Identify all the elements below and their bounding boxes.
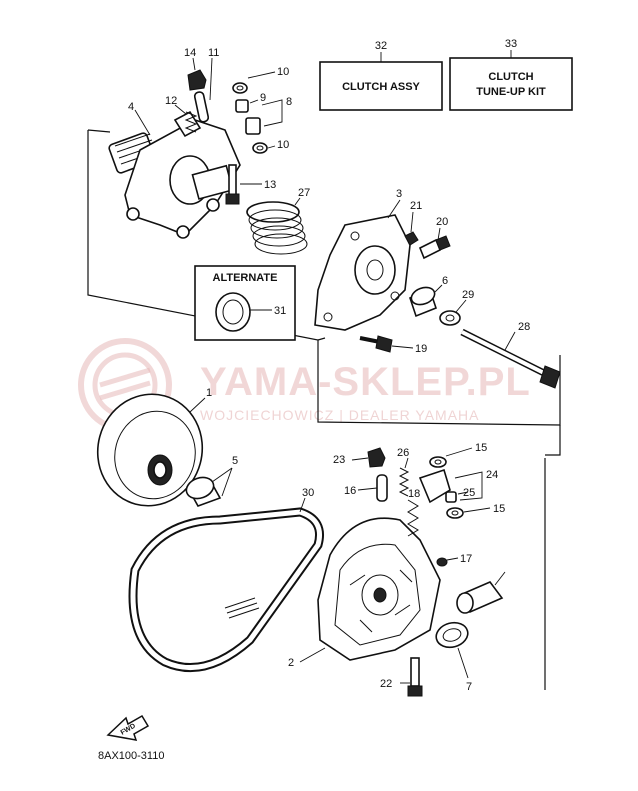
pin-16: 16 bbox=[344, 474, 388, 502]
bushing-5: 5 bbox=[185, 455, 238, 507]
alternate-label: ALTERNATE bbox=[213, 272, 278, 284]
bolt-20: 20 bbox=[418, 216, 451, 260]
sheave-part: 1 bbox=[96, 387, 212, 507]
callout-5: 5 bbox=[232, 455, 238, 467]
watermark-main: YAMA-SKLEP.PL bbox=[200, 360, 531, 404]
callout-30: 30 bbox=[302, 487, 314, 499]
pin-11: 11 bbox=[193, 47, 219, 123]
callout-25: 25 bbox=[463, 487, 475, 499]
callout-29: 29 bbox=[462, 289, 474, 301]
callout-22: 22 bbox=[380, 678, 392, 690]
callout-32: 32 bbox=[375, 40, 387, 52]
callout-6: 6 bbox=[442, 275, 448, 287]
callout-12: 12 bbox=[165, 95, 177, 107]
watermark: YAMA-SKLEP.PL WOJCIECHOWICZ | DEALER YAM… bbox=[78, 338, 531, 432]
pin-17: 17 bbox=[436, 553, 472, 567]
callout-27: 27 bbox=[298, 187, 310, 199]
rollers-8-9: 9 8 bbox=[235, 92, 292, 135]
callout-1: 1 bbox=[206, 387, 212, 399]
callout-23: 23 bbox=[333, 454, 345, 466]
washer-10-bottom: 10 bbox=[252, 139, 289, 154]
nut-21: 21 bbox=[404, 200, 422, 246]
callout-13: 13 bbox=[264, 179, 276, 191]
secondary-housing-part: 2 bbox=[288, 517, 441, 669]
slider-part bbox=[456, 571, 506, 614]
callout-15-bottom: 15 bbox=[493, 503, 505, 515]
bolt-13: 13 bbox=[225, 164, 276, 205]
spring-26: 26 bbox=[397, 447, 409, 497]
clutch-assy-box: CLUTCH ASSY 32 bbox=[319, 40, 443, 111]
callout-11: 11 bbox=[208, 47, 219, 59]
spring-12: 12 bbox=[165, 95, 198, 133]
washer-29: 29 bbox=[439, 289, 474, 326]
washer-15-top: 15 bbox=[429, 442, 487, 468]
drive-belt-part: 30 bbox=[128, 487, 324, 673]
alternate-box: ALTERNATE 31 bbox=[194, 265, 296, 341]
clutch-cover-part: 3 bbox=[314, 188, 411, 331]
callout-9: 9 bbox=[260, 92, 266, 104]
washer-10-top: 10 bbox=[232, 66, 289, 94]
bolt-22: 22 bbox=[380, 657, 423, 697]
long-bolt-28: 28 bbox=[460, 321, 561, 389]
callout-16: 16 bbox=[344, 485, 356, 497]
clutch-assy-label: CLUTCH ASSY bbox=[342, 81, 420, 93]
callout-10-bottom: 10 bbox=[277, 139, 289, 151]
callout-31: 31 bbox=[274, 305, 286, 317]
callout-15-top: 15 bbox=[475, 442, 487, 454]
callout-18: 18 bbox=[408, 488, 420, 500]
spring-27: 27 bbox=[246, 187, 310, 255]
cap-nut-23: 23 bbox=[333, 447, 386, 468]
washer-15-bottom: 15 bbox=[446, 503, 505, 519]
callout-3: 3 bbox=[396, 188, 402, 200]
callout-24: 24 bbox=[486, 469, 498, 481]
callout-19: 19 bbox=[415, 343, 427, 355]
watermark-sub: WOJCIECHOWICZ | DEALER YAMAHA bbox=[200, 407, 479, 423]
diagram-code: 8AX100-3110 bbox=[98, 750, 164, 762]
tune-up-kit-box: CLUTCH TUNE-UP KIT 33 bbox=[449, 38, 573, 111]
spring-18: 18 bbox=[407, 488, 420, 537]
primary-spider-part: 4 bbox=[108, 101, 241, 239]
cap-nut-14: 14 bbox=[184, 47, 207, 91]
callout-4: 4 bbox=[128, 101, 134, 113]
tune-up-kit-label-2: TUNE-UP KIT bbox=[476, 86, 546, 98]
callout-10-top: 10 bbox=[277, 66, 289, 78]
assembly-frame bbox=[87, 129, 561, 690]
callout-20: 20 bbox=[436, 216, 448, 228]
callout-33: 33 bbox=[505, 38, 517, 50]
callout-2: 2 bbox=[288, 657, 294, 669]
bushing-7: 7 bbox=[435, 621, 472, 693]
callout-7: 7 bbox=[466, 681, 472, 693]
callout-14: 14 bbox=[184, 47, 196, 59]
fwd-arrow-icon: FWD bbox=[106, 714, 150, 741]
callout-26: 26 bbox=[397, 447, 409, 459]
tune-up-kit-label-1: CLUTCH bbox=[488, 71, 533, 83]
callout-28: 28 bbox=[518, 321, 530, 333]
bushing-6: 6 bbox=[409, 275, 448, 318]
callout-8: 8 bbox=[286, 96, 292, 108]
callout-21: 21 bbox=[410, 200, 422, 212]
roller-arm-24-25: 24 25 bbox=[418, 468, 498, 504]
bolt-19: 19 bbox=[359, 335, 427, 355]
callout-17: 17 bbox=[460, 553, 472, 565]
